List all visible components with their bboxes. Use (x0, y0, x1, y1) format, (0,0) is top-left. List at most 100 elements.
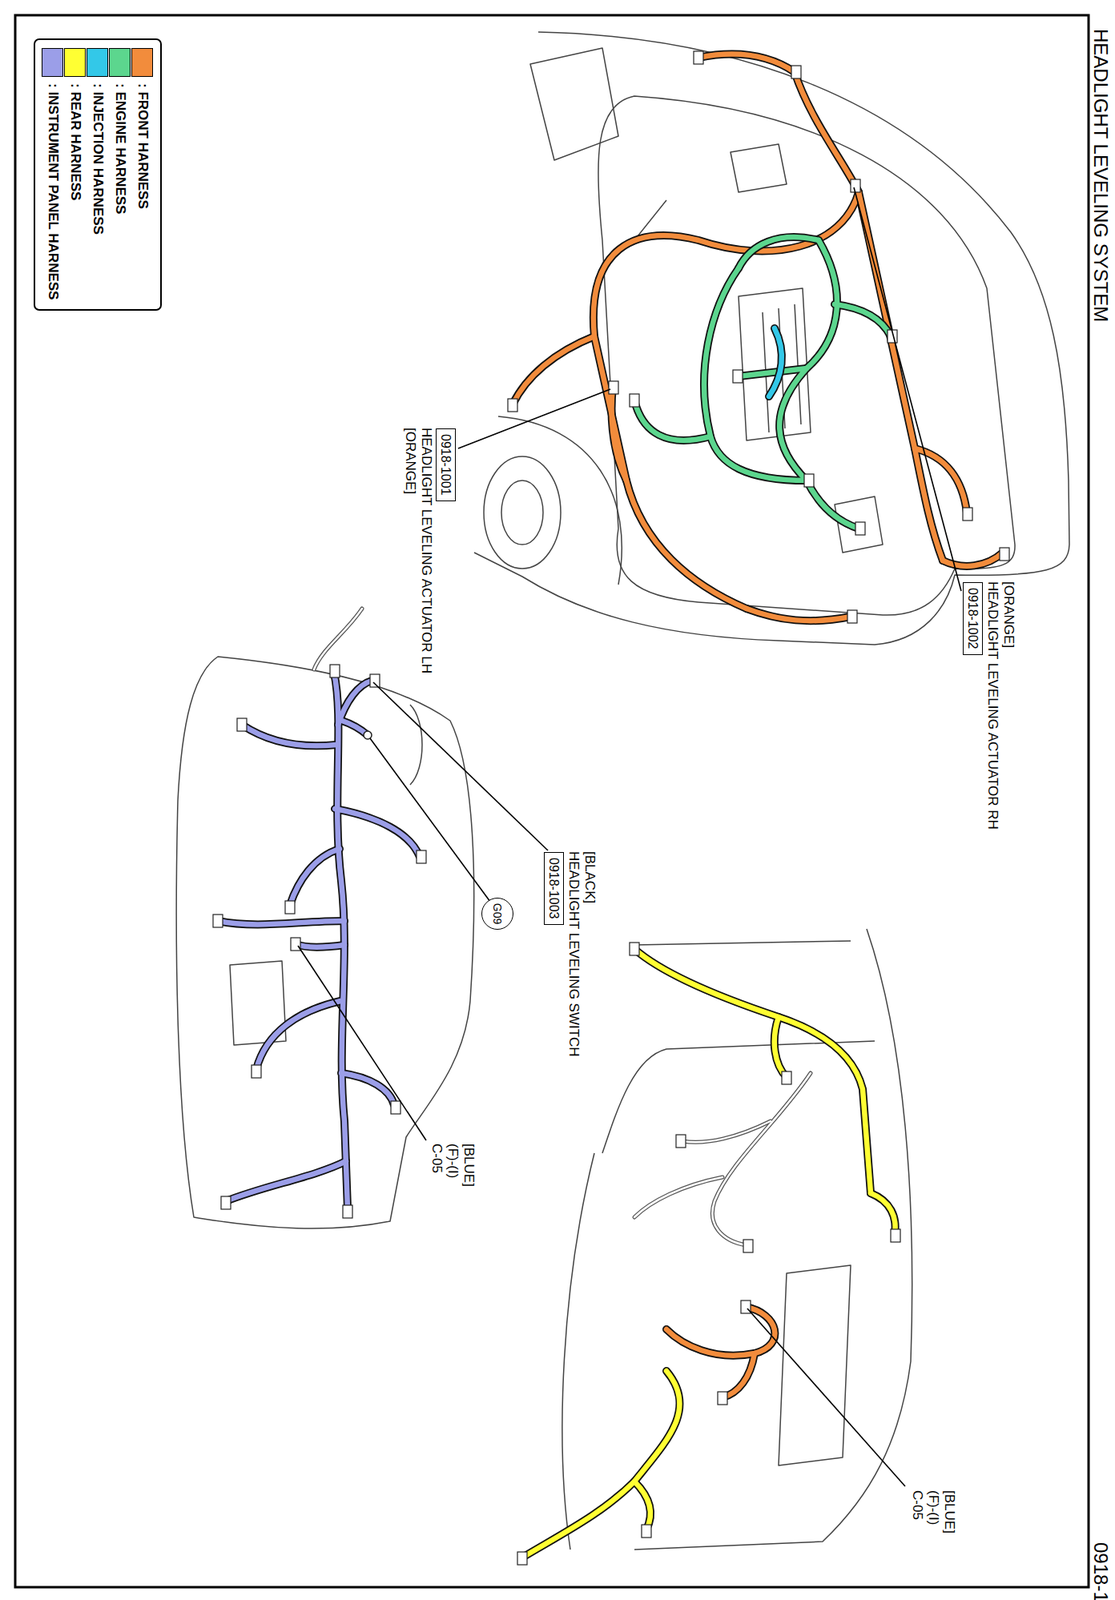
wheel (501, 480, 544, 545)
body-outline (474, 32, 1070, 645)
connector (213, 914, 223, 928)
rear-body-outline (562, 929, 913, 1550)
callout-number-box: [BLACK]HEADLIGHT LEVELING SWITCH0918-100… (543, 852, 564, 926)
connector (629, 394, 640, 407)
connector (999, 547, 1010, 561)
connector (962, 507, 973, 521)
connector-color: [ORANGE] (1000, 581, 1017, 830)
body-outline (562, 941, 875, 1550)
instrument-panel-outline (176, 656, 474, 1229)
callout-number: 0918-1002 (965, 587, 981, 650)
legend-swatch (42, 48, 65, 77)
hood-opening (598, 96, 1015, 616)
other-harness-outline (313, 608, 811, 1246)
connector (693, 51, 704, 65)
connector (804, 474, 814, 488)
connector-label: C-05 (428, 1143, 445, 1174)
connector (370, 674, 380, 688)
legend-text: : FRONT HARNESS (134, 83, 151, 210)
callout-number: 0918-1001 (438, 434, 454, 496)
leader-line (458, 389, 611, 449)
windshield (530, 48, 619, 161)
page-title: HEADLIGHT LEVELING SYSTEM (1090, 28, 1112, 323)
legend-row: : INJECTION HARNESS (86, 48, 109, 300)
leader-line (373, 682, 548, 851)
legend-row: : FRONT HARNESS (131, 48, 154, 300)
wheel (483, 456, 561, 569)
connector-color: [ORANGE] (402, 427, 419, 674)
instrument-panel-harness (217, 672, 420, 1210)
connector (717, 1392, 728, 1405)
leader-lines (297, 187, 962, 1487)
leader-line (853, 187, 962, 592)
connector (330, 664, 340, 678)
connector (221, 1196, 231, 1210)
instrument-panel-harness-outline (217, 672, 420, 1210)
body-detail (778, 1265, 851, 1466)
connector (285, 901, 295, 914)
connector (676, 1135, 686, 1148)
connector (290, 937, 301, 951)
connector (507, 398, 518, 412)
injection-harness-outline (768, 328, 782, 397)
engine-block (738, 288, 811, 441)
part-name: HEADLIGHT LEVELING ACTUATOR LH (418, 427, 435, 674)
callout-caption: [BLACK]HEADLIGHT LEVELING SWITCH (565, 851, 598, 1058)
connector (641, 1525, 652, 1538)
engine-bay-outline (474, 32, 1070, 645)
legend-box: : FRONT HARNESS : ENGINE HARNESS : INJECTI… (33, 38, 162, 311)
callout-number: 0918-1003 (546, 857, 562, 920)
legend-text: : ENGINE HARNESS (112, 83, 129, 214)
engine-harness-outline (634, 237, 891, 529)
callout-number-box: 0918-1001HEADLIGHT LEVELING ACTUATOR LH[… (435, 428, 456, 502)
engine-harness (634, 237, 891, 529)
legend-text: : INSTRUMENT PANEL HARNESS (44, 83, 61, 300)
connector (850, 179, 861, 193)
legend-row: : REAR HARNESS (64, 48, 87, 300)
connector (847, 610, 858, 624)
part-name: HEADLIGHT LEVELING ACTUATOR RH (984, 581, 1001, 830)
connector (342, 1205, 353, 1219)
legend-swatch (87, 48, 109, 77)
callout-caption: [ORANGE]HEADLIGHT LEVELING ACTUATOR RH (984, 581, 1017, 830)
connector-color: [BLACK] (581, 851, 598, 1058)
connectors (213, 51, 1010, 1566)
leader-line (370, 738, 491, 902)
legend-row: : INSTRUMENT PANEL HARNESS (41, 48, 65, 300)
part-name: HEADLIGHT LEVELING SWITCH (565, 851, 582, 1058)
connector (781, 1071, 792, 1085)
page-number: 0918-10 (1090, 1542, 1112, 1600)
connector (791, 65, 802, 79)
legend-text: : REAR HARNESS (67, 83, 84, 201)
connector (732, 370, 743, 383)
connector-label: [BLUE] (460, 1143, 477, 1188)
connector (629, 942, 640, 956)
legend-text: : INJECTION HARNESS (89, 83, 106, 235)
connector (251, 1065, 262, 1079)
connector (890, 1229, 901, 1243)
connector-label: C-05 (909, 1490, 926, 1521)
connector (743, 1239, 753, 1253)
connector (855, 522, 866, 536)
connector (237, 718, 247, 732)
legend-swatch (109, 48, 132, 77)
injection-harness (768, 328, 782, 397)
ground-terminal (363, 731, 372, 740)
gauge-cluster (229, 704, 423, 1046)
callout-number-box: [ORANGE]HEADLIGHT LEVELING ACTUATOR RH09… (962, 582, 983, 656)
connector-label: [BLUE] (941, 1490, 958, 1534)
callout-caption: HEADLIGHT LEVELING ACTUATOR LH[ORANGE] (402, 427, 435, 674)
legend-row: : ENGINE HARNESS (108, 48, 132, 300)
connector-label: (F)-(I) (444, 1143, 461, 1179)
engine-detail (634, 144, 883, 553)
front-harness-outline (512, 54, 1003, 622)
connector (416, 850, 427, 864)
leader-line (747, 1308, 906, 1487)
ground-point-number: G09 (491, 903, 504, 925)
ground-point-circle: G09 (481, 897, 514, 930)
dashboard-outline (176, 656, 474, 1229)
page-frame (15, 15, 1089, 1588)
